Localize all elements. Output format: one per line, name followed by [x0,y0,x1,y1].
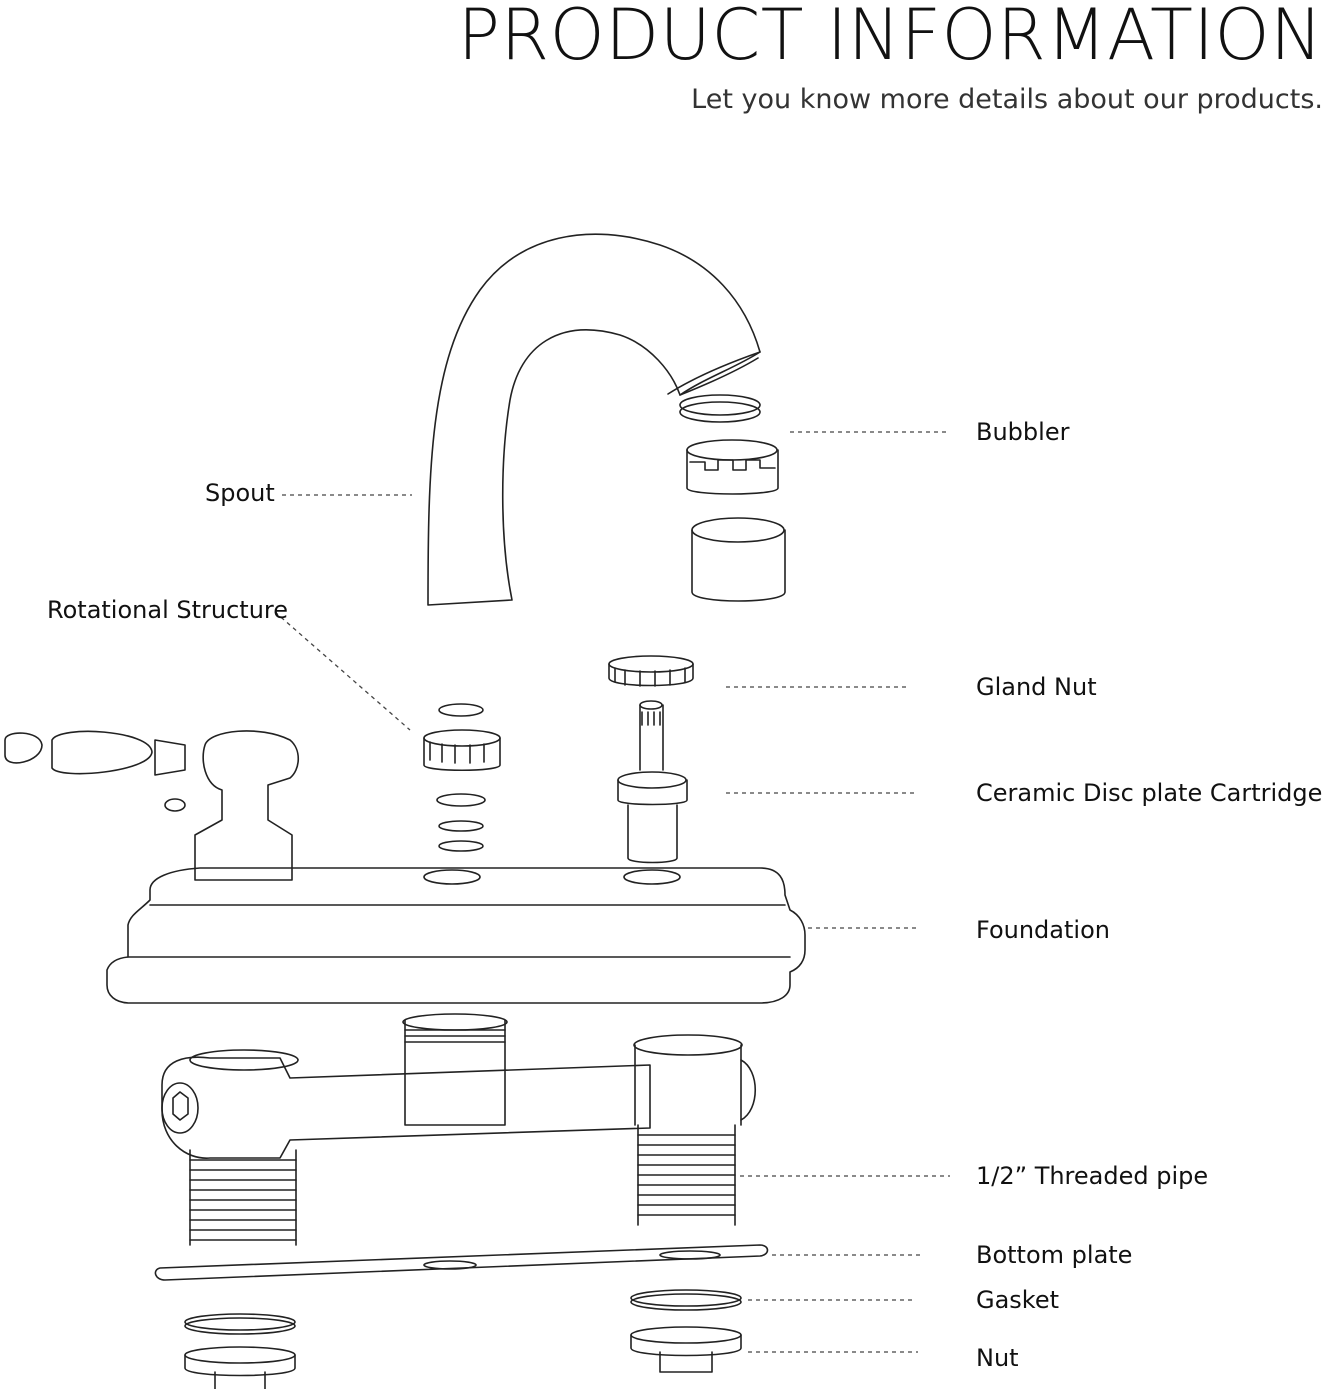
valve-body-part [161,1013,757,1246]
handle-part [4,730,300,881]
label-rotational-structure: Rotational Structure [47,596,289,624]
label-foundation: Foundation [976,916,1110,944]
leader-rotational-structure [274,611,411,731]
label-ceramic-cartridge: Ceramic Disc plate Cartridge [976,779,1323,807]
bottom-plate-part [154,1244,769,1281]
page-title: PRODUCT INFORMATION [457,0,1323,76]
rotational-structure-part [423,703,501,852]
label-bottom-plate: Bottom plate [976,1241,1133,1269]
foundation-part [106,867,806,1004]
label-gland-nut: Gland Nut [976,673,1097,701]
label-bubbler: Bubbler [976,418,1070,446]
label-spout: Spout [205,479,275,507]
spout-part [427,233,761,606]
page-subtitle: Let you know more details about our prod… [691,84,1323,115]
cartridge-part [617,700,688,864]
gland-nut-part [608,655,694,687]
label-threaded-pipe: 1/2” Threaded pipe [976,1162,1209,1190]
label-gasket: Gasket [976,1286,1060,1314]
label-nut: Nut [976,1344,1019,1372]
nut-part [184,1326,742,1389]
bubbler-part [679,394,786,602]
gasket-part [184,1289,742,1335]
leader-lines [274,431,950,1353]
